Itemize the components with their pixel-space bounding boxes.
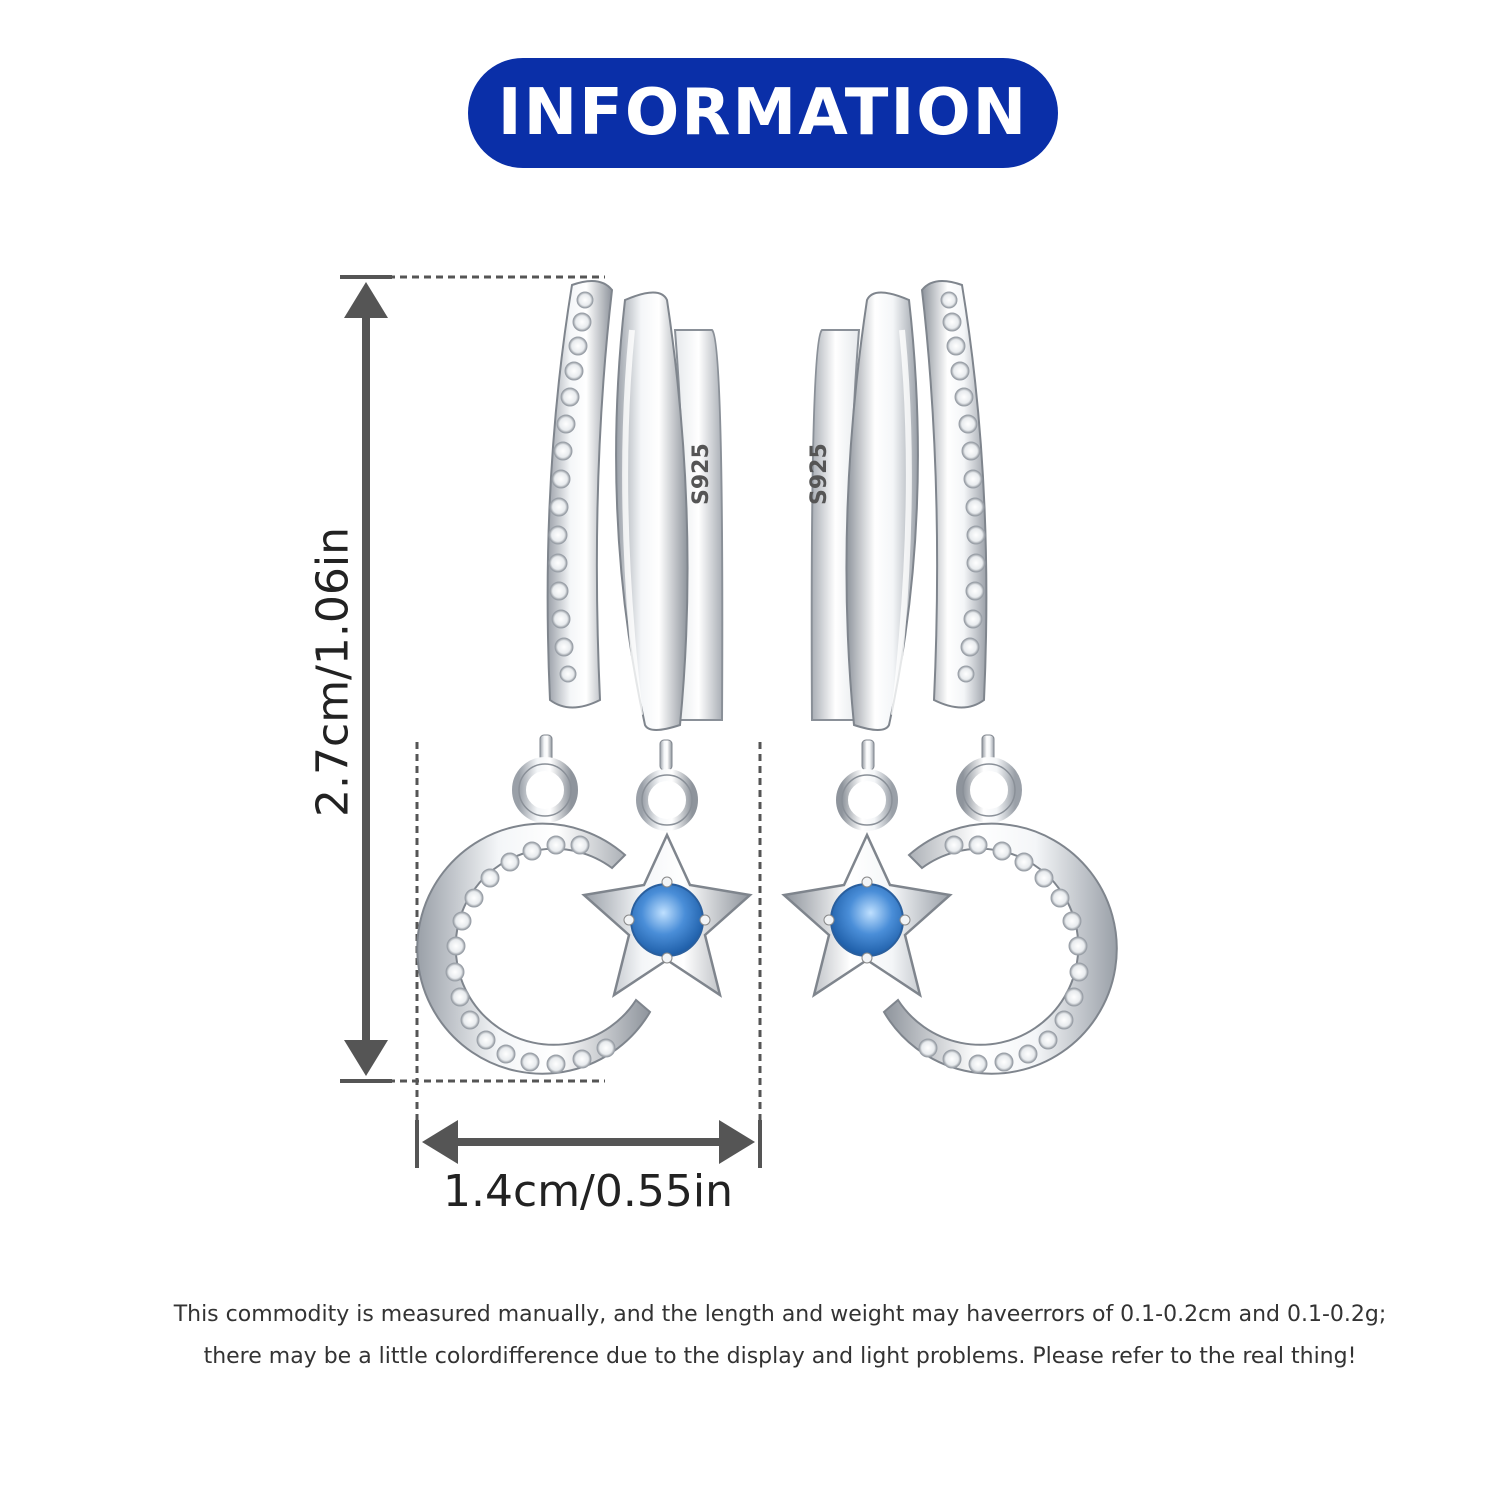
right-earring <box>781 280 1118 1075</box>
information-banner: INFORMATION <box>468 58 1058 168</box>
s925-stamp-right: S925 <box>807 443 832 505</box>
disclaimer-line-2: there may be a little colordifference du… <box>203 1344 1357 1369</box>
left-earring: S925 <box>416 280 753 1075</box>
banner-title: INFORMATION <box>497 76 1029 150</box>
width-dimension <box>415 742 762 1168</box>
height-dimension-label: 2.7cm/1.06in <box>307 527 359 817</box>
disclaimer-line-1: This commodity is measured manually, and… <box>173 1302 1387 1327</box>
measurement-disclaimer: This commodity is measured manually, and… <box>160 1294 1400 1378</box>
moon-charm-icon <box>416 757 652 1075</box>
s925-stamp: S925 <box>689 443 714 505</box>
star-charm-icon <box>581 769 753 998</box>
pave-stones <box>548 291 594 683</box>
height-dimension <box>340 275 605 1083</box>
width-dimension-label: 1.4cm/0.55in <box>443 1166 733 1217</box>
